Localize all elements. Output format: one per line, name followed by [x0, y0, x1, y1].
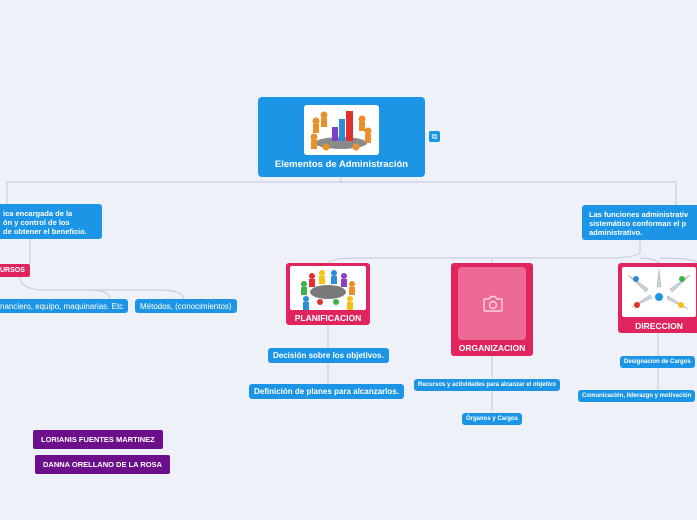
right-branch-line-1: Las funciones administrativ	[589, 210, 689, 219]
organizacion-child-organos[interactable]: Órganos y Cargos	[462, 413, 523, 425]
recursos-item-metodos[interactable]: Métodos, (conocimientos)	[135, 299, 237, 313]
left-branch-line-3: de obtener el beneficio.	[3, 227, 87, 236]
category-direccion[interactable]: DIRECCION	[618, 263, 697, 333]
left-branch-description[interactable]: ica encargada de la ón y control de los …	[0, 204, 102, 239]
category-organizacion[interactable]: ORGANIZACION	[451, 263, 533, 356]
direccion-child-designacion[interactable]: Designacion de Cargos	[620, 356, 695, 368]
team-circle-image	[290, 266, 366, 310]
category-title: ORGANIZACION	[458, 343, 526, 353]
right-branch-line-3: administrativo.	[589, 228, 643, 237]
left-branch-line-2: ón y control de los	[3, 218, 70, 227]
category-planificacion[interactable]: PLANIFICACION	[286, 263, 370, 325]
external-link-icon[interactable]: ⧉	[429, 131, 440, 142]
category-title: DIRECCION	[635, 321, 683, 331]
category-title: PLANIFICACION	[294, 313, 362, 323]
arrows-converging-image	[622, 267, 696, 317]
recursos-item-financiero[interactable]: nanciero, equipo, maquinarias. Etc	[0, 299, 128, 313]
author-label-1[interactable]: LORIANIS FUENTES MARTINEZ	[33, 430, 163, 449]
root-title: Elementos de Administración	[274, 159, 409, 170]
left-branch-line-1: ica encargada de la	[3, 209, 73, 218]
image-placeholder	[458, 267, 526, 340]
right-branch-line-2: sistemático conforman el p	[589, 219, 687, 228]
recursos-label[interactable]: URSOS	[0, 264, 30, 277]
planificacion-child-objetivos[interactable]: Decisión sobre los objetivos.	[268, 348, 389, 363]
planificacion-child-planes[interactable]: Definición de planes para alcanzarlos.	[249, 384, 404, 399]
root-node[interactable]: Elementos de Administración	[258, 97, 425, 177]
camera-icon	[483, 295, 503, 312]
business-meeting-chart-image	[304, 105, 379, 155]
author-label-2[interactable]: DANNA ORELLANO DE LA ROSA	[35, 455, 171, 474]
organizacion-child-recursos[interactable]: Recursos y actividades para alcanzar el …	[414, 379, 561, 391]
right-branch-description[interactable]: Las funciones administrativ sistemático …	[582, 205, 697, 240]
direccion-child-comunicacion[interactable]: Comunicación, liderazgo y motivación	[578, 390, 696, 402]
